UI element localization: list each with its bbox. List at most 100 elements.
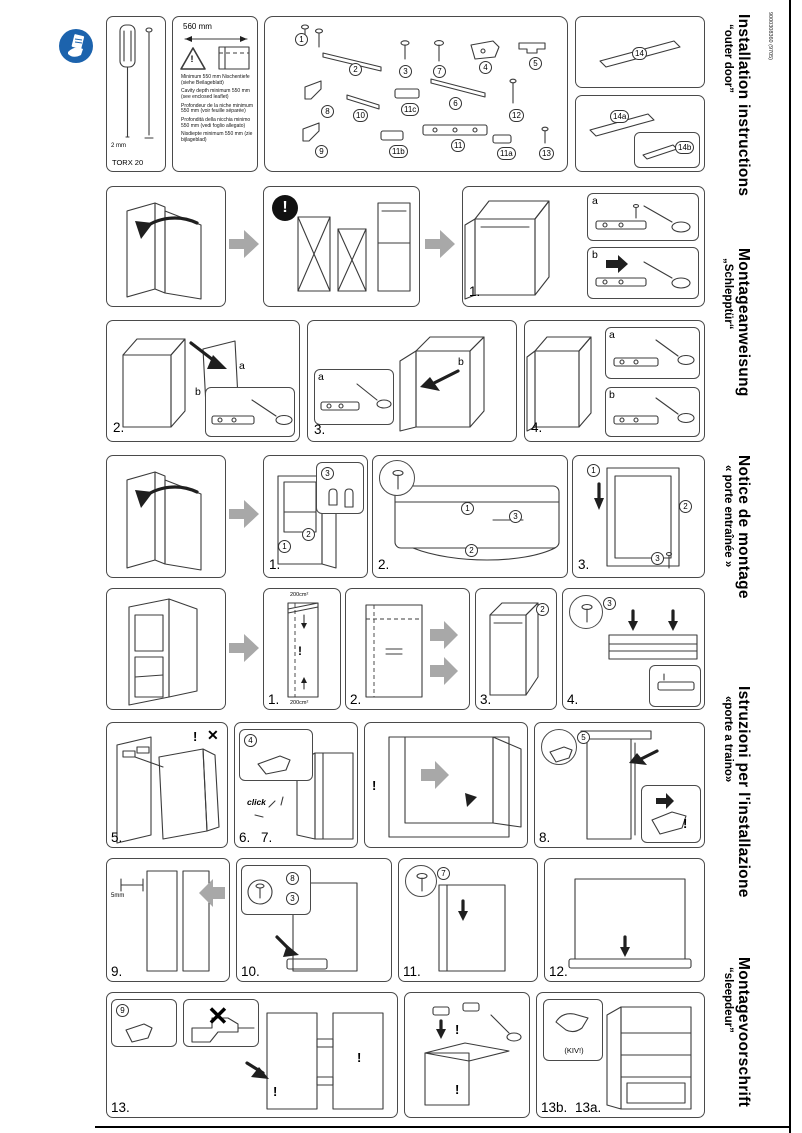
sidebar-title-german: Montageanweisung „Schlepptür“ — [722, 248, 752, 397]
part-number: 14 — [632, 47, 647, 60]
caution-mark: ! — [455, 1022, 460, 1037]
callout-number: 3 — [286, 892, 299, 905]
vent-area-top: 200cm² — [290, 592, 309, 598]
part14-panel: 14 — [575, 16, 705, 88]
caution-mark: ! — [193, 729, 198, 744]
part-number: 1 — [295, 33, 308, 46]
cover-caps-art — [424, 1002, 522, 1106]
rehang-door-art — [526, 336, 592, 432]
step-number: 9. — [111, 964, 123, 979]
niche-depth-value: 560 mm — [183, 22, 212, 31]
parts-overview-panel: 1 2 3 7 4 5 8 10 11c 6 12 9 11b 11 11a 1… — [264, 16, 568, 172]
callout-number: 3 — [651, 552, 664, 565]
title-sub: «porte a traino» — [722, 696, 734, 783]
next-step-arrow — [425, 226, 455, 267]
bottles-detail: 3 — [316, 462, 364, 514]
warning-triangle-icon: ! — [190, 54, 194, 64]
hinge-part-detail: 4 — [239, 729, 313, 781]
title-sub: “outer door” — [722, 24, 734, 93]
step-number: 4. — [567, 692, 579, 707]
step-number: 6. — [239, 830, 251, 845]
note-de: Minimum 550 mm Nischentiefe (siehe Beila… — [181, 74, 250, 86]
prohibited-icon: ✕ — [207, 1001, 229, 1031]
note-nl: Nisdiepte minimum 550 mm (zie bijlagebla… — [181, 131, 253, 144]
note-fr: Profondeur de la niche minimum 550 mm (v… — [181, 102, 253, 115]
step1-panel: a b 1. — [462, 186, 705, 307]
niche-depth-panel: 560 mm ! Minimum 550 mm Nischentiefe (si… — [172, 16, 258, 172]
step11-panel: 7 11. — [398, 858, 538, 982]
detail-label-a: a — [609, 329, 615, 341]
step8-panel: 5 ! 8. — [534, 722, 705, 848]
leaflet-icon-art — [59, 29, 93, 63]
next-step-arrow — [229, 630, 259, 671]
part-number: 14b — [675, 141, 695, 154]
screw-circle-art — [247, 879, 273, 905]
part-number: 11a — [497, 147, 516, 160]
callout-number: 1 — [587, 464, 600, 477]
part-number: 8 — [321, 105, 334, 118]
part14-art — [599, 40, 681, 68]
kiv-cover-detail: (KIV!) — [543, 999, 603, 1061]
bottom-bracket-art — [275, 882, 358, 972]
step-number: 2. — [350, 692, 362, 707]
row3-step3-panel: 1 2 3 3. — [572, 455, 705, 578]
door-fit-art — [388, 736, 522, 838]
hinge-screwdriver-art — [595, 255, 691, 289]
cabinet-niche-art — [128, 598, 198, 706]
next-step-arrow — [229, 226, 259, 267]
part-number: 3 — [399, 65, 412, 78]
step4-panel: a b 4. — [524, 320, 705, 442]
detail-label-b: b — [609, 389, 615, 401]
caution-mark: ! — [273, 1084, 278, 1099]
bracket-art — [651, 793, 687, 835]
door-front-art — [594, 467, 680, 569]
callout-number: 2 — [536, 603, 549, 616]
niche-depth-art — [180, 36, 250, 70]
part-number: 11b — [389, 145, 408, 158]
bottles-art — [328, 488, 354, 508]
side-trim-art — [438, 884, 506, 972]
title-sub: „Schlepptür“ — [722, 258, 734, 330]
row4-step2-panel: 2. — [345, 588, 470, 710]
step-number: 13a. — [575, 1100, 602, 1115]
callout-number: 1 — [278, 540, 291, 553]
step-number: 1. — [268, 692, 280, 707]
fridge-3d-art — [464, 200, 550, 300]
part-number: 2 — [349, 63, 362, 76]
caution-mark: ! — [357, 1050, 362, 1065]
note-en: Cavity depth minimum 550 mm (see enclose… — [181, 88, 250, 101]
callout-number: 3 — [603, 597, 616, 610]
step3-panel: a b 3. — [307, 320, 517, 442]
door-swing-art — [126, 471, 202, 571]
step-number: 11. — [403, 964, 421, 979]
step-number: 13. — [111, 1100, 130, 1115]
part14ab-panel: 14a 14b — [575, 95, 705, 172]
vent-area-bottom: 200cm² — [290, 700, 309, 706]
door-swing-art — [126, 202, 202, 300]
door-swing-panel-1 — [106, 186, 226, 307]
screw-art — [392, 469, 404, 490]
step-number: 4. — [531, 420, 543, 435]
callout-number: 7 — [437, 867, 450, 880]
step-number: 3. — [314, 422, 326, 437]
title-sub: “sleepdeur” — [722, 967, 734, 1033]
bottom-trim-art — [568, 878, 692, 969]
step13ab-panel: (KIV!) 13b. 13a. — [536, 992, 705, 1118]
step6-7-panel: 4 click 6. 7. — [234, 722, 358, 848]
row3-step2-panel: 1 3 2 2. — [372, 455, 568, 578]
blade-size-label: 2 mm — [111, 143, 126, 149]
final-fix-art — [245, 1012, 384, 1110]
hinge-detail-b — [587, 247, 699, 299]
niche-depth-notes: Minimum 550 mm Nischentiefe (siehe Beila… — [181, 74, 253, 146]
step-number: 8. — [539, 830, 551, 845]
hinge-detail-a — [605, 327, 700, 379]
note-it: Profondità della nicchia minimo 550 mm (… — [181, 116, 251, 129]
callout-number: 2 — [465, 544, 478, 557]
power-screwdriver-art — [191, 1017, 255, 1043]
detail-label-b: b — [195, 386, 201, 398]
step-number: 13b. — [541, 1100, 568, 1115]
torx-label: TORX 20 — [112, 158, 144, 167]
hinge-screwdriver-art — [595, 203, 691, 233]
step-number: 2. — [113, 420, 125, 435]
step5-panel: ! ✕ 5. — [106, 722, 228, 848]
